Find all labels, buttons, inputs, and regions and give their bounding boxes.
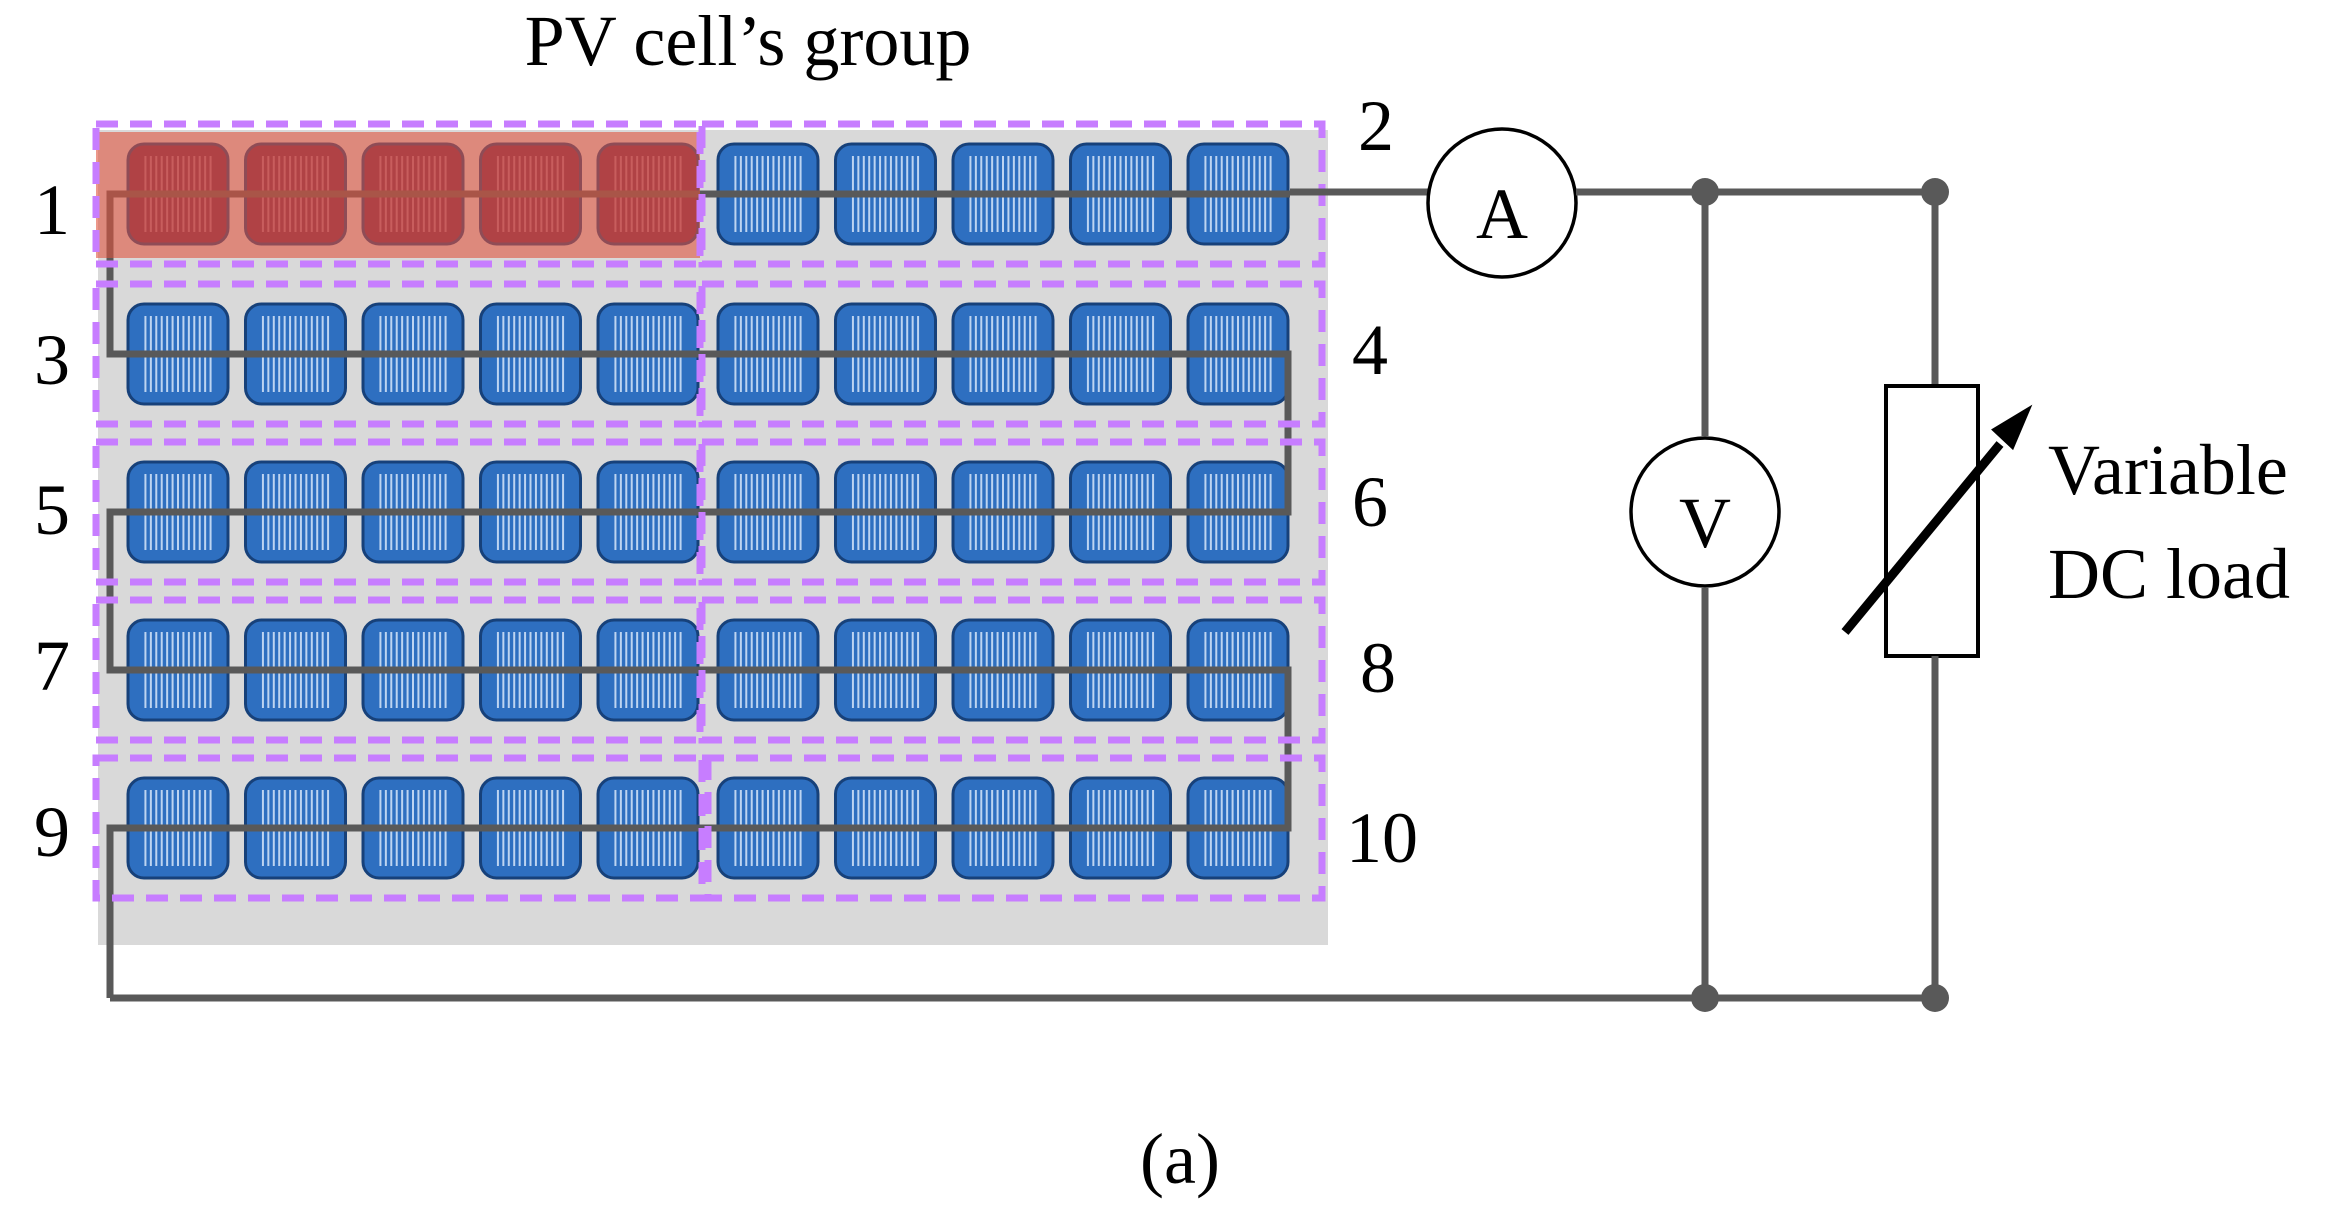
- group-label-10: 10: [1346, 798, 1418, 878]
- group-labels-layer: 1 2 3 4 5 6 7 8 9 10: [34, 86, 1418, 878]
- figure-caption: (a): [1140, 1119, 1220, 1199]
- junction-dot: [1691, 178, 1719, 206]
- group-label-6: 6: [1352, 462, 1388, 542]
- group-label-5: 5: [34, 470, 70, 550]
- group-label-1: 1: [34, 170, 70, 250]
- measurement-circuit: A V: [110, 127, 2033, 1012]
- group-boxes-layer: [92, 120, 1326, 902]
- series-wiring: [106, 190, 1292, 998]
- shading-layer: [96, 132, 700, 258]
- shading-overlay: [96, 132, 700, 258]
- group-box-8: [698, 596, 1326, 744]
- ammeter-label: A: [1476, 174, 1528, 254]
- group-label-9: 9: [34, 792, 70, 872]
- group-label-8: 8: [1360, 628, 1396, 708]
- group-label-4: 4: [1352, 310, 1388, 390]
- group-label-2: 2: [1358, 86, 1394, 166]
- load-label-line2: DC load: [2048, 534, 2290, 614]
- group-box-6: [698, 438, 1326, 586]
- variable-arrow-head-icon: [1991, 404, 2033, 451]
- junction-dot: [1691, 984, 1719, 1012]
- ammeter-icon: [1426, 127, 1578, 279]
- series-wire: [106, 190, 1292, 998]
- diagram-title: PV cell’s group: [525, 1, 972, 81]
- group-label-3: 3: [34, 320, 70, 400]
- group-box-10: [698, 754, 1326, 902]
- variable-arrow-shaft: [1841, 441, 2004, 635]
- group-box-9: [92, 754, 712, 902]
- junction-dot: [1921, 178, 1949, 206]
- load-label-line1: Variable: [2048, 430, 2288, 510]
- voltmeter-icon: [1629, 436, 1781, 588]
- group-box-4: [698, 280, 1326, 428]
- junction-dot: [1921, 984, 1949, 1012]
- voltmeter-label: V: [1679, 483, 1731, 563]
- group-label-7: 7: [34, 626, 70, 706]
